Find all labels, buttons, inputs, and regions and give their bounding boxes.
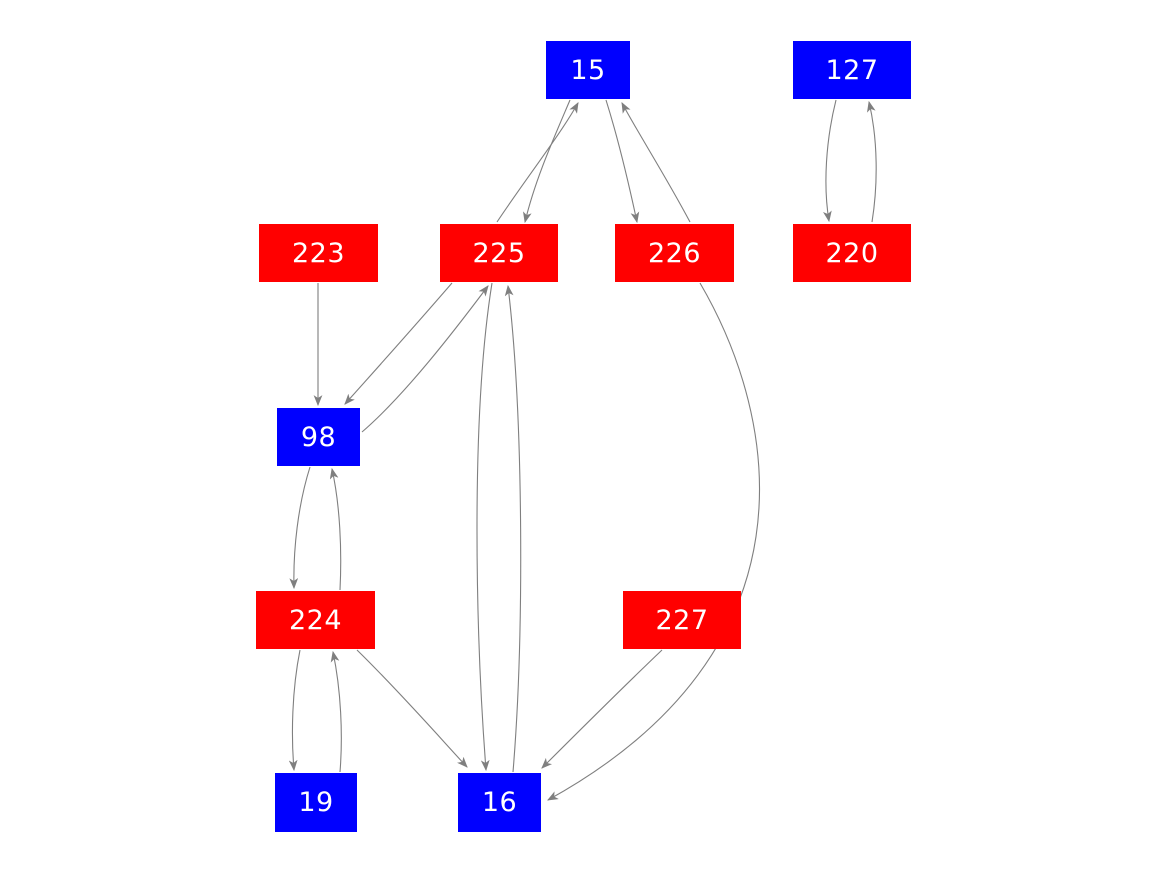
graph-node-15[interactable]: 15 [546,41,630,99]
graph-node-label-223: 223 [291,237,346,269]
graph-edge-127-to-220 [823,99,837,223]
graph-node-127[interactable]: 127 [793,41,911,99]
graph-node-223[interactable]: 223 [259,224,378,282]
graph-node-label-15: 15 [570,54,606,86]
graph-edge-227-to-16 [541,649,663,769]
graph-node-label-98: 98 [300,421,337,453]
graph-node-label-220: 220 [825,237,879,269]
graph-node-label-19: 19 [298,787,334,818]
graph-edge-224-to-98 [329,467,342,591]
graph-edge-16-to-225 [504,284,522,773]
graph-node-label-16: 16 [481,787,518,818]
graph-node-16[interactable]: 16 [458,773,541,832]
graph-node-label-127: 127 [825,54,879,86]
graph-node-label-226: 226 [647,237,702,269]
graph-edge-225-to-16 [476,282,493,772]
graph-edge-98-to-224 [289,466,311,590]
graph-edge-98-to-225 [361,285,489,433]
graph-node-98[interactable]: 98 [277,408,360,466]
graph-node-227[interactable]: 227 [623,591,741,649]
graph-node-label-227: 227 [655,604,709,636]
graph-edge-225-to-98 [344,282,453,405]
graph-node-225[interactable]: 225 [440,224,558,282]
graph-edge-224-to-19 [288,649,301,772]
edges-group [288,99,877,801]
graph-edge-225-to-15 [496,102,579,223]
graph-edge-19-to-224 [330,650,342,773]
graph-edge-15-to-225 [523,99,571,224]
graph-node-label-224: 224 [288,604,343,636]
graph-edge-226-to-16 [547,282,761,801]
graph-node-220[interactable]: 220 [793,224,911,282]
graph-node-224[interactable]: 224 [256,591,375,649]
graph-edge-220-to-127 [866,100,877,223]
graph-node-226[interactable]: 226 [615,224,734,282]
graph-node-label-225: 225 [472,237,526,269]
graph-node-19[interactable]: 19 [275,773,357,832]
graph-edge-224-to-16 [356,649,468,768]
graph-edge-226-to-15 [621,102,691,223]
graph-edge-15-to-226 [605,99,640,224]
